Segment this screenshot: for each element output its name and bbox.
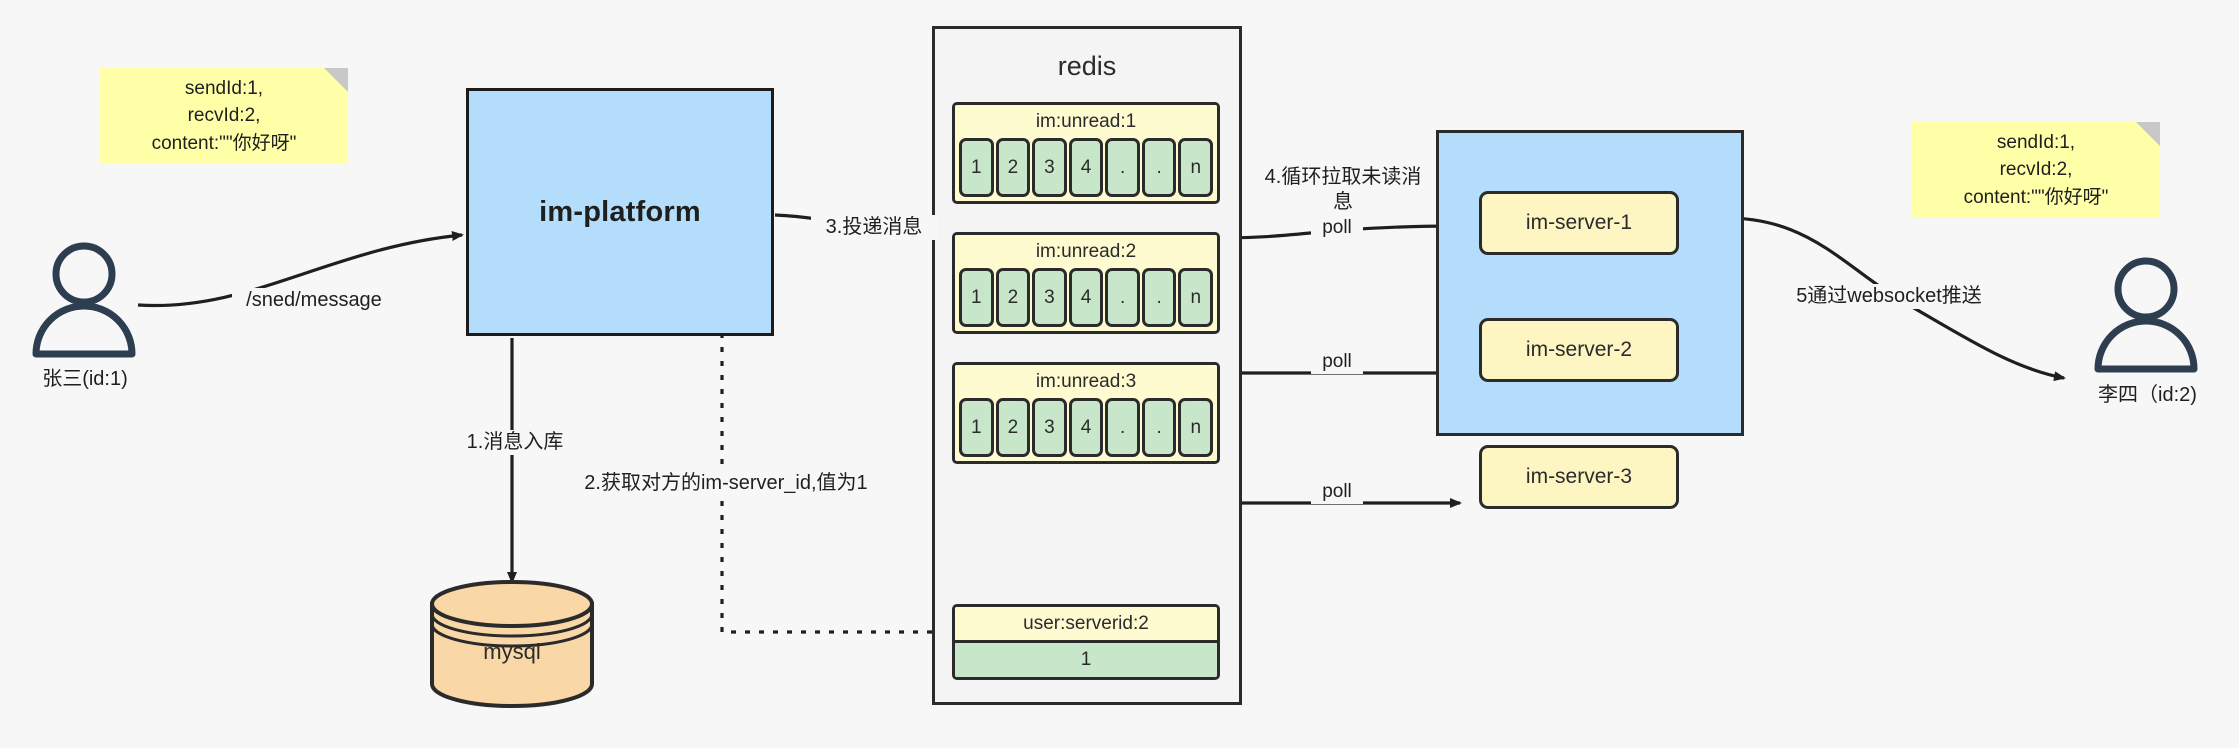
redis-cell[interactable]: . — [1105, 138, 1140, 197]
redis-kv-value-row: 1 — [955, 640, 1217, 677]
note-right-message-payload: sendId:1, recvId:2, content:""你好呀" — [1912, 122, 2160, 218]
redis-cell[interactable]: 1 — [959, 138, 994, 197]
container-im-server-cluster: im-server-1 im-server-2 im-server-3 — [1436, 130, 1744, 509]
actor-receiver-label: 李四（id:2) — [2098, 384, 2197, 406]
redis-cell[interactable]: 2 — [995, 268, 1031, 327]
redis-cell[interactable]: 2 — [995, 398, 1031, 457]
redis-cell[interactable]: 3 — [1032, 398, 1067, 457]
edge-label-poll-1: poll — [1311, 216, 1363, 240]
user-icon — [2094, 257, 2198, 373]
redis-list-key: im:unread:1 — [955, 105, 1217, 138]
container-redis: redis im:unread:1 1 2 3 4 . . n im:unrea… — [932, 26, 1242, 705]
node-mysql[interactable]: mysql — [428, 580, 596, 708]
edge-label-step4: 4.循环拉取未读消 息 — [1253, 165, 1433, 215]
node-im-server-1[interactable]: im-server-1 — [1479, 191, 1679, 255]
im-server-3-label: im-server-3 — [1525, 465, 1633, 488]
node-im-server-3[interactable]: im-server-3 — [1479, 445, 1679, 509]
redis-kv-user-serverid[interactable]: user:serverid:2 1 — [952, 604, 1220, 680]
redis-cell[interactable]: n — [1178, 398, 1214, 457]
actor-receiver — [2090, 255, 2202, 373]
redis-cell[interactable]: . — [1105, 268, 1140, 327]
redis-title: redis — [1057, 51, 1117, 81]
edge-label-poll-3: poll — [1311, 480, 1363, 504]
redis-list-cells: 1 2 3 4 . . n — [955, 398, 1217, 461]
redis-cell[interactable]: 1 — [959, 268, 994, 327]
actor-sender-label: 张三(id:1) — [42, 368, 128, 390]
edge-label-send-message: /sned/message — [232, 288, 396, 313]
redis-cell[interactable]: . — [1141, 268, 1177, 327]
redis-cell[interactable]: 2 — [995, 138, 1031, 197]
redis-kv-key: user:serverid:2 — [955, 607, 1217, 640]
edge-label-step3: 3.投递消息 — [811, 215, 937, 240]
edge-label-step5: 5通过websocket推送 — [1784, 284, 1994, 309]
node-im-server-2[interactable]: im-server-2 — [1479, 318, 1679, 382]
node-im-platform[interactable]: im-platform — [466, 88, 774, 336]
note-fold-corner-icon — [2136, 122, 2160, 146]
redis-cell[interactable]: 4 — [1068, 268, 1104, 327]
note-left-message-payload: sendId:1, recvId:2, content:""你好呀" — [100, 68, 348, 164]
redis-cell[interactable]: 4 — [1068, 398, 1104, 457]
redis-cell[interactable]: n — [1178, 268, 1214, 327]
redis-list-im-unread-3[interactable]: im:unread:3 1 2 3 4 . . n — [952, 362, 1220, 464]
database-cylinder-icon — [430, 580, 594, 708]
redis-cell[interactable]: 3 — [1032, 268, 1067, 327]
edge-label-poll-2: poll — [1311, 350, 1363, 374]
redis-list-cells: 1 2 3 4 . . n — [955, 138, 1217, 201]
redis-kv-value[interactable]: 1 — [955, 640, 1217, 677]
redis-list-cells: 1 2 3 4 . . n — [955, 268, 1217, 331]
edge-redis-kv-to-platform — [717, 316, 960, 634]
redis-list-key: im:unread:3 — [955, 365, 1217, 398]
edge-sender-to-platform — [137, 231, 464, 308]
actor-sender — [28, 240, 140, 358]
edge-label-step2: 2.获取对方的im-server_id,值为1 — [574, 471, 878, 496]
redis-cell[interactable]: 3 — [1032, 138, 1067, 197]
note-right-text: sendId:1, recvId:2, content:""你好呀" — [1963, 131, 2109, 208]
redis-cell[interactable]: n — [1178, 138, 1214, 197]
redis-cell[interactable]: . — [1141, 398, 1177, 457]
redis-list-im-unread-1[interactable]: im:unread:1 1 2 3 4 . . n — [952, 102, 1220, 204]
user-icon — [32, 242, 136, 358]
redis-cell[interactable]: 1 — [959, 398, 994, 457]
edge-label-step1: 1.消息入库 — [448, 430, 582, 455]
im-server-1-label: im-server-1 — [1525, 211, 1633, 234]
redis-list-im-unread-2[interactable]: im:unread:2 1 2 3 4 . . n — [952, 232, 1220, 334]
redis-list-key: im:unread:2 — [955, 235, 1217, 268]
note-left-text: sendId:1, recvId:2, content:""你好呀" — [151, 77, 297, 154]
redis-cell[interactable]: . — [1105, 398, 1140, 457]
note-fold-corner-icon — [324, 68, 348, 92]
redis-cell[interactable]: . — [1141, 138, 1177, 197]
im-platform-label: im-platform — [539, 195, 701, 228]
im-server-2-label: im-server-2 — [1525, 338, 1633, 361]
redis-cell[interactable]: 4 — [1068, 138, 1104, 197]
